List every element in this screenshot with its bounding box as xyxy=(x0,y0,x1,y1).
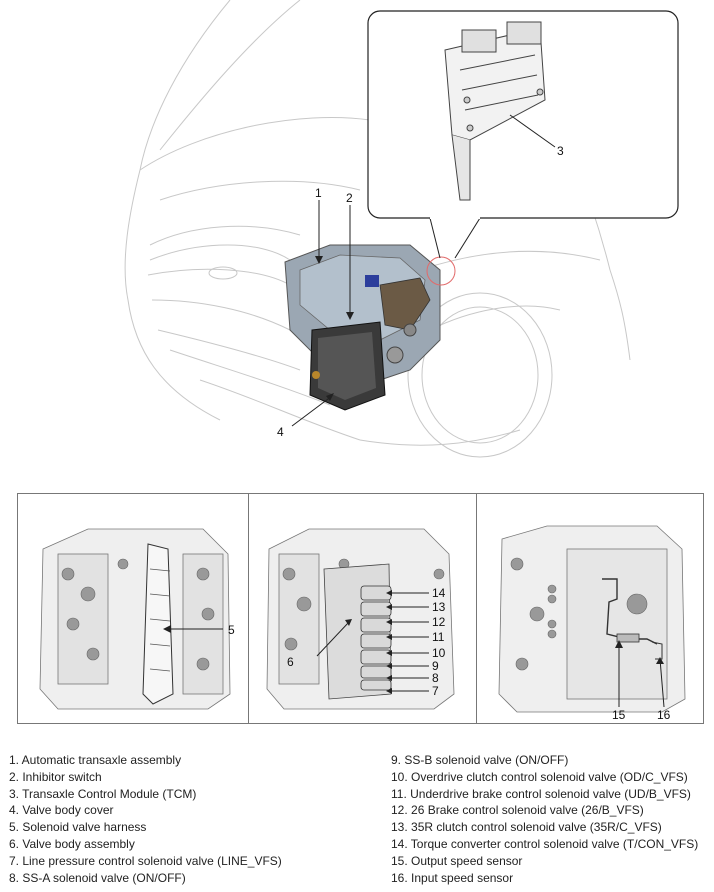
legend-item: 7. Line pressure control solenoid valve … xyxy=(9,853,282,868)
legend-item: 14. Torque converter control solenoid va… xyxy=(391,836,699,851)
legend-item: 11. Underdrive brake control solenoid va… xyxy=(391,786,691,801)
callout-15: 15 xyxy=(612,708,626,722)
callout-6: 6 xyxy=(287,655,294,669)
legend-left-column: 1. Automatic transaxle assembly 2. Inhib… xyxy=(9,752,282,886)
legend-right-column: 9. SS-B solenoid valve (ON/OFF) 10. Over… xyxy=(391,752,698,886)
legend-item: 16. Input speed sensor xyxy=(391,870,514,885)
speed-sensor-drawing: 15 16 xyxy=(498,525,686,722)
callout-4: 4 xyxy=(277,425,284,439)
callout-10: 10 xyxy=(432,646,446,660)
legend-item: 6. Valve body assembly xyxy=(9,836,135,851)
callout-2: 2 xyxy=(346,191,353,205)
legend-item: 13. 35R clutch control solenoid valve (3… xyxy=(391,820,662,835)
parts-legend: 1. Automatic transaxle assembly 2. Inhib… xyxy=(0,752,714,892)
callout-13: 13 xyxy=(432,600,446,614)
callout-3: 3 xyxy=(557,144,564,158)
legend-item: 4. Valve body cover xyxy=(9,803,114,818)
panel-solenoid-harness: 5 xyxy=(18,494,248,723)
panel-valve-body: 14 13 12 11 10 9 8 7 6 xyxy=(248,494,476,723)
legend-item: 15. Output speed sensor xyxy=(391,853,523,868)
callout-12: 12 xyxy=(432,615,446,629)
vehicle-drawing: 3 1 2 4 xyxy=(124,0,679,458)
legend-item: 10. Overdrive clutch control solenoid va… xyxy=(391,769,688,784)
legend-item: 9. SS-B solenoid valve (ON/OFF) xyxy=(391,753,569,767)
transaxle-assembly-drawing xyxy=(284,244,441,411)
legend-item: 5. Solenoid valve harness xyxy=(9,820,147,835)
legend-item: 2. Inhibitor switch xyxy=(9,769,102,784)
legend-item: 8. SS-A solenoid valve (ON/OFF) xyxy=(9,870,186,885)
callout-7: 7 xyxy=(432,684,439,698)
legend-item: 3. Transaxle Control Module (TCM) xyxy=(9,786,197,801)
legend-item: 1. Automatic transaxle assembly xyxy=(9,753,182,767)
harness-drawing: 5 xyxy=(39,528,235,710)
callout-5: 5 xyxy=(228,623,235,637)
tcm-detail-box: 3 xyxy=(367,10,679,259)
callout-11: 11 xyxy=(432,630,445,644)
callout-1: 1 xyxy=(315,186,322,200)
callout-9: 9 xyxy=(432,659,439,673)
callout-8: 8 xyxy=(432,671,439,685)
vehicle-overview-illustration: 3 1 2 4 xyxy=(124,0,679,458)
callout-16: 16 xyxy=(657,708,671,722)
legend-item: 12. 26 Brake control solenoid valve (26/… xyxy=(391,803,644,818)
valve-body-drawing: 14 13 12 11 10 9 8 7 6 xyxy=(266,528,455,710)
detail-panels: 5 xyxy=(17,493,704,724)
panel-speed-sensors: 15 16 xyxy=(476,494,703,723)
callout-14: 14 xyxy=(432,586,446,600)
